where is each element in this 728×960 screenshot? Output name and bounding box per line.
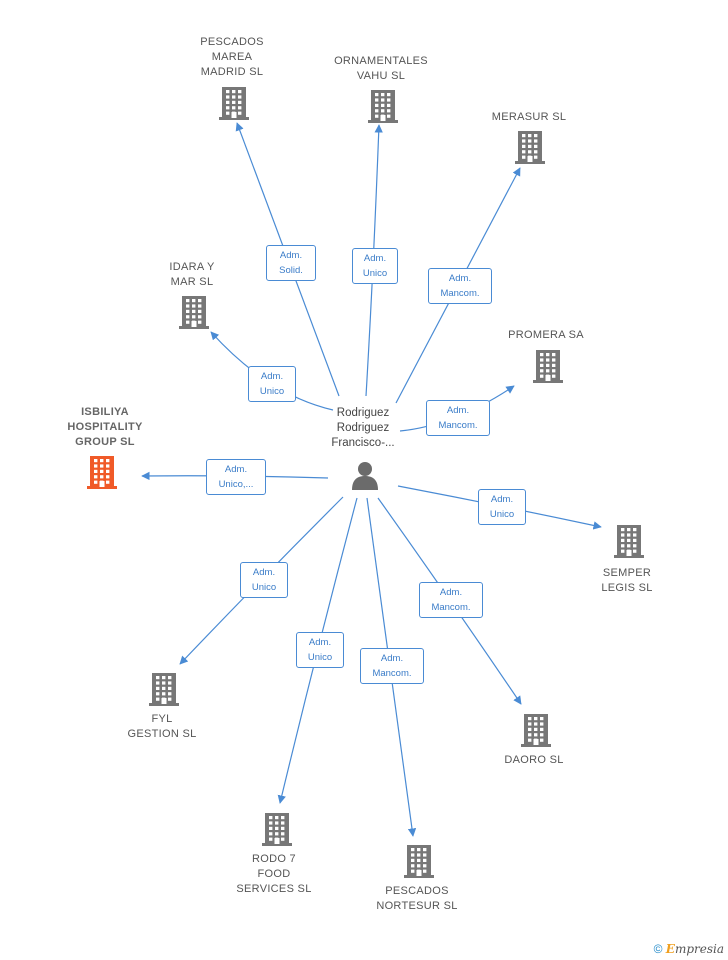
- relation-label-rodo-7[interactable]: Adm. Unico: [296, 632, 344, 668]
- company-name-idara-y-mar[interactable]: IDARA Y MAR SL: [169, 261, 215, 288]
- building-icon[interactable]: [87, 455, 117, 494]
- company-name-isbiliya[interactable]: ISBILIYA HOSPITALITY GROUP SL: [67, 406, 143, 448]
- relation-label-pescados-marea[interactable]: Adm. Solid.: [266, 245, 316, 281]
- building-icon[interactable]: [262, 812, 292, 851]
- building-icon[interactable]: [614, 524, 644, 563]
- building-icon[interactable]: [149, 672, 179, 711]
- company-name-pescados-nortesur[interactable]: PESCADOS NORTESUR SL: [376, 885, 458, 912]
- building-icon[interactable]: [179, 295, 209, 334]
- company-name-daoro[interactable]: DAORO SL: [504, 754, 564, 766]
- company-name-promera[interactable]: PROMERA SA: [508, 329, 584, 341]
- building-icon[interactable]: [515, 130, 545, 169]
- company-name-merasur[interactable]: MERASUR SL: [491, 111, 567, 123]
- company-name-pescados-marea[interactable]: PESCADOS MAREA MADRID SL: [200, 36, 264, 78]
- relation-label-fyl-gestion[interactable]: Adm. Unico: [240, 562, 288, 598]
- relation-label-ornamentales-vahu[interactable]: Adm. Unico: [352, 248, 398, 284]
- relation-label-pescados-nortesur[interactable]: Adm. Mancom.: [360, 648, 424, 684]
- relation-label-semper-legis[interactable]: Adm. Unico: [478, 489, 526, 525]
- person-icon[interactable]: [350, 460, 380, 495]
- building-icon[interactable]: [219, 86, 249, 125]
- building-icon[interactable]: [368, 89, 398, 128]
- relation-label-idara-y-mar[interactable]: Adm. Unico: [248, 366, 296, 402]
- person-name[interactable]: Rodriguez Rodriguez Francisco-...: [331, 407, 395, 449]
- building-icon[interactable]: [521, 713, 551, 752]
- copyright-icon: ©: [653, 942, 663, 956]
- relation-label-merasur[interactable]: Adm. Mancom.: [428, 268, 492, 304]
- company-name-rodo-7[interactable]: RODO 7 FOOD SERVICES SL: [236, 853, 312, 895]
- company-name-ornamentales-vahu[interactable]: ORNAMENTALES VAHU SL: [334, 55, 428, 82]
- relation-label-daoro[interactable]: Adm. Mancom.: [419, 582, 483, 618]
- company-name-fyl-gestion[interactable]: FYL GESTION SL: [127, 713, 197, 740]
- footer-brand[interactable]: © Empresia: [654, 942, 724, 956]
- relation-label-isbiliya[interactable]: Adm. Unico,...: [206, 459, 266, 495]
- brand-logo: Empresia: [665, 942, 724, 956]
- building-icon[interactable]: [533, 349, 563, 388]
- building-icon[interactable]: [404, 844, 434, 883]
- relation-label-promera[interactable]: Adm. Mancom.: [426, 400, 490, 436]
- company-name-semper-legis[interactable]: SEMPER LEGIS SL: [601, 567, 653, 594]
